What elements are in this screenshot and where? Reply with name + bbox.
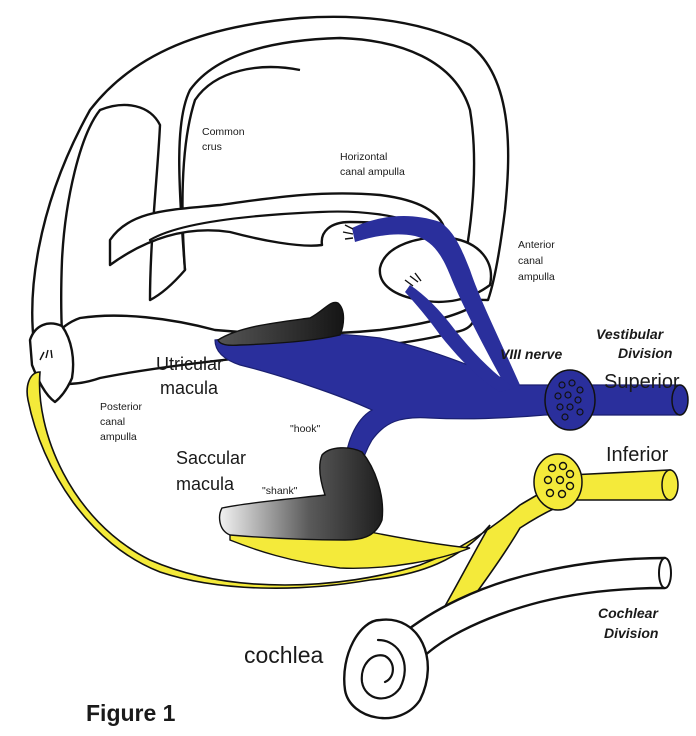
label-horizontal-ampulla: Horizontal canal ampulla	[340, 151, 405, 178]
svg-text:ampulla: ampulla	[100, 431, 137, 443]
label-cochlea: cochlea	[244, 642, 323, 668]
inferior-nerve-end	[662, 470, 678, 500]
svg-text:canal: canal	[100, 416, 125, 428]
svg-text:Division: Division	[604, 625, 658, 641]
svg-text:canal ampulla: canal ampulla	[340, 166, 405, 178]
svg-text:Utricular: Utricular	[156, 354, 223, 374]
svg-text:canal: canal	[518, 255, 543, 267]
label-vestibular-division: Vestibular Division	[596, 326, 672, 361]
label-anterior-ampulla: Anterior canal ampulla	[518, 239, 555, 283]
svg-text:Anterior: Anterior	[518, 239, 555, 251]
label-shank: "shank"	[262, 485, 298, 497]
figure-caption: Figure 1	[86, 700, 176, 726]
svg-text:Horizontal: Horizontal	[340, 151, 387, 163]
label-viii-nerve: VIII nerve	[500, 346, 562, 362]
svg-text:Common: Common	[202, 126, 245, 138]
cochlear-tube-end	[659, 558, 671, 588]
svg-text:crus: crus	[202, 141, 222, 153]
label-posterior-ampulla: Posterior canal ampulla	[100, 401, 143, 443]
cochlea-spiral	[344, 620, 428, 718]
label-hook: "hook"	[290, 423, 320, 435]
svg-text:Saccular: Saccular	[176, 448, 246, 468]
label-superior: Superior	[604, 371, 680, 393]
label-saccular-macula: Saccular macula	[176, 448, 246, 494]
svg-text:ampulla: ampulla	[518, 271, 555, 283]
label-inferior: Inferior	[606, 444, 669, 466]
label-utricular-macula: Utricular macula	[156, 354, 223, 398]
svg-text:macula: macula	[176, 474, 235, 494]
svg-text:Vestibular: Vestibular	[596, 326, 665, 342]
svg-text:Division: Division	[618, 345, 672, 361]
svg-text:Posterior: Posterior	[100, 401, 143, 413]
svg-text:macula: macula	[160, 378, 219, 398]
superior-ganglion	[545, 370, 595, 430]
label-cochlear-division: Cochlear Division	[598, 605, 659, 641]
svg-text:Cochlear: Cochlear	[598, 605, 659, 621]
